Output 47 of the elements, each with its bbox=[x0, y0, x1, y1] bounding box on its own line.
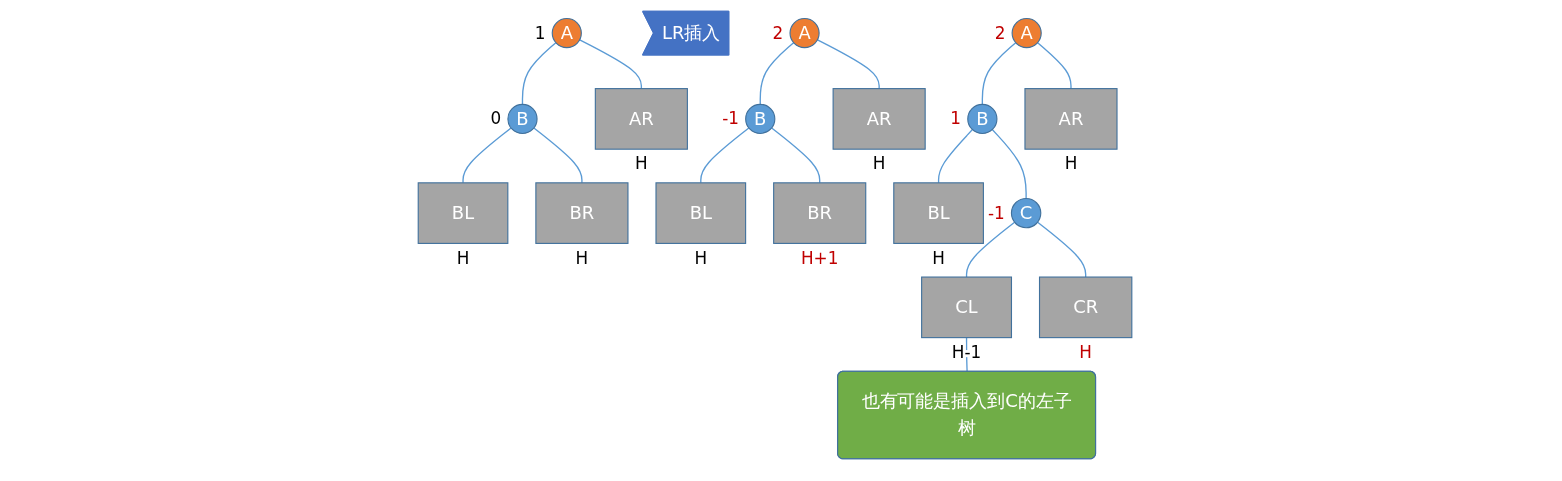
connector bbox=[759, 42, 795, 105]
connector bbox=[965, 221, 1016, 278]
connector bbox=[533, 127, 583, 184]
height-label: H bbox=[694, 247, 708, 268]
connector bbox=[937, 128, 974, 184]
height-label: H bbox=[1079, 341, 1092, 362]
connector bbox=[521, 42, 557, 105]
height-label: H bbox=[872, 153, 886, 174]
balance-factor: 1 bbox=[950, 108, 961, 129]
connector bbox=[579, 39, 642, 90]
connector bbox=[1036, 221, 1087, 278]
height-label: H+1 bbox=[800, 247, 839, 268]
height-label: H bbox=[575, 247, 589, 268]
balance-factor: 2 bbox=[994, 22, 1006, 43]
balance-factor: -1 bbox=[722, 108, 739, 129]
node-circle: B bbox=[745, 103, 776, 135]
node-box: AR bbox=[832, 88, 926, 150]
connector bbox=[816, 39, 880, 90]
node-box: BL bbox=[893, 182, 984, 244]
node-circle: B bbox=[967, 103, 998, 135]
node-box: AR bbox=[594, 88, 688, 150]
connector bbox=[770, 127, 821, 184]
node-box: BR bbox=[773, 182, 867, 244]
node-circle: B bbox=[507, 103, 538, 135]
balance-factor: 2 bbox=[772, 22, 784, 43]
connector bbox=[700, 127, 750, 184]
node-box: CR bbox=[1038, 276, 1133, 339]
balance-factor: -1 bbox=[987, 202, 1005, 223]
height-label: H bbox=[932, 247, 945, 268]
node-box: BL bbox=[417, 182, 509, 244]
balance-factor: 0 bbox=[490, 108, 502, 129]
node-circle: A bbox=[789, 17, 820, 49]
node-circle: A bbox=[551, 17, 582, 49]
node-circle: C bbox=[1010, 197, 1042, 229]
height-label: H bbox=[1064, 153, 1078, 174]
connector bbox=[991, 128, 1027, 200]
connector bbox=[981, 42, 1017, 105]
height-label: H bbox=[635, 153, 648, 174]
connector bbox=[462, 127, 512, 184]
connector bbox=[1036, 42, 1072, 90]
node-box: CL bbox=[921, 276, 1012, 339]
node-circle: A bbox=[1011, 17, 1042, 49]
node-box: BR bbox=[535, 182, 629, 244]
node-box: AR bbox=[1024, 88, 1118, 150]
node-box: BL bbox=[655, 182, 747, 244]
balance-factor: 1 bbox=[534, 22, 546, 43]
height-label: H bbox=[456, 247, 470, 268]
